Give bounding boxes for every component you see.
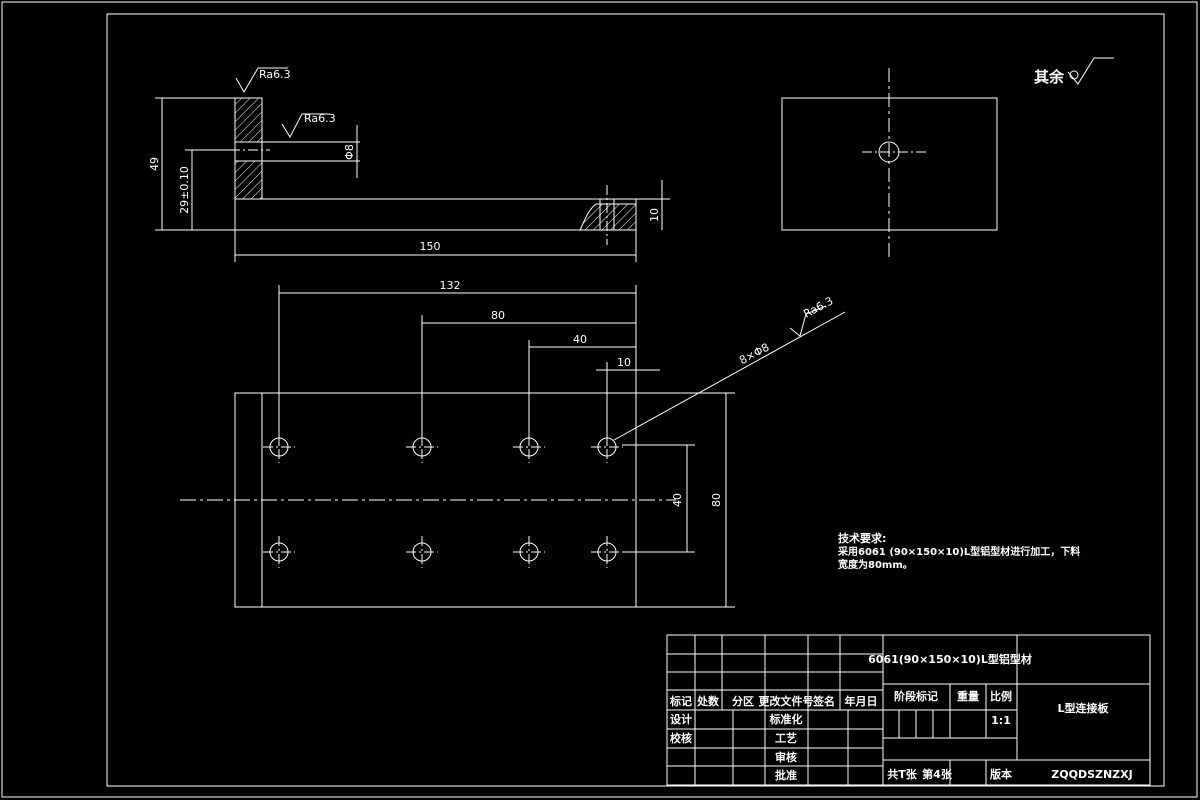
dim-width-80: 80 (710, 493, 723, 507)
tb-stage: 阶段标记 (894, 689, 938, 703)
side-view (781, 68, 998, 258)
tb-approve: 批准 (775, 768, 797, 782)
roughness-rest-label: 其余 (1034, 68, 1065, 86)
front-view (155, 97, 670, 262)
roughness-label-holes: Ra6.3 (801, 294, 835, 320)
tb-count: 处数 (696, 694, 720, 708)
dim-thickness-10: 10 (648, 208, 661, 222)
tb-version: 版本 (990, 767, 1012, 781)
tb-review: 审核 (775, 750, 797, 764)
tb-standard: 标准化 (769, 712, 803, 726)
tb-sign: 签名 (812, 694, 835, 708)
tb-code: ZQQDSZNZXJ (1051, 768, 1132, 781)
roughness-symbol-hole (281, 113, 330, 139)
tb-sheets-total: 共T张 (887, 767, 918, 781)
dim-10: 10 (617, 356, 631, 369)
tb-date: 年月日 (845, 694, 878, 708)
tb-scale-label: 比例 (990, 689, 1012, 703)
tb-process: 工艺 (775, 731, 797, 745)
notes-title: 技术要求: (838, 531, 886, 545)
roughness-symbol-holes (789, 305, 827, 337)
dim-40: 40 (573, 333, 587, 346)
notes-line-2: 宽度为80mm。 (837, 558, 913, 571)
dim-height-49: 49 (148, 157, 161, 171)
tb-design: 设计 (670, 712, 692, 726)
roughness-label-top: Ra6.3 (259, 68, 291, 81)
roughness-symbol-rest (1067, 57, 1114, 85)
hole-group (263, 431, 623, 568)
tb-doc: 更改文件号 (759, 694, 814, 708)
tb-zone: 分区 (732, 694, 754, 708)
dim-length-150: 150 (420, 240, 441, 253)
tb-part-name: L型连接板 (1057, 701, 1109, 715)
dim-spacing-40: 40 (671, 493, 684, 507)
dim-height-29: 29±0.10 (178, 166, 191, 214)
roughness-label-hole: Ra6.3 (304, 112, 336, 125)
tb-weight: 重量 (957, 689, 979, 703)
tb-scale: 1:1 (991, 714, 1011, 727)
title-block (666, 634, 1151, 786)
plan-view (180, 392, 676, 608)
dim-holes-spec: 8×Φ8 (737, 341, 771, 367)
dim-80: 80 (491, 309, 505, 322)
dim-132: 132 (440, 279, 461, 292)
tb-sheet-no: 第4张 (922, 767, 953, 781)
notes-line-1: 采用6061 (90×150×10)L型铝型材进行加工，下料 (837, 545, 1080, 558)
tb-material: 6061(90×150×10)L型铝型材 (868, 652, 1032, 666)
inner-frame (106, 13, 1165, 787)
roughness-symbol-top (235, 67, 288, 93)
tb-mark: 标记 (669, 694, 692, 708)
tb-check: 校核 (670, 731, 692, 745)
dim-hole-diameter: Φ8 (343, 144, 356, 160)
